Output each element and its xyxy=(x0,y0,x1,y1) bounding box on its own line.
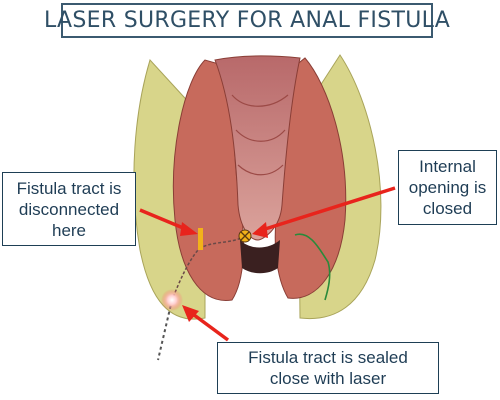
annotation-line: opening is xyxy=(408,178,487,197)
laser-probe xyxy=(157,299,173,361)
annotation-line: Fistula tract is sealed xyxy=(248,348,408,367)
annotation-internal-opening: Internal opening is closed xyxy=(398,150,497,225)
nerve-right xyxy=(294,233,331,301)
annotation-line: Fistula tract is xyxy=(16,178,122,198)
arrow-left xyxy=(139,208,198,236)
laser-glow xyxy=(161,289,183,311)
title-box: LASER SURGERY FOR ANAL FISTULA xyxy=(44,3,450,38)
annotation-line: closed xyxy=(422,199,473,218)
annotation-disconnected: Fistula tract is disconnected here xyxy=(2,172,136,246)
arrow-bottom xyxy=(182,305,230,342)
annotation-line: Internal xyxy=(419,157,476,176)
annotation-line: here xyxy=(51,220,87,240)
diagram-title: LASER SURGERY FOR ANAL FISTULA xyxy=(43,8,451,33)
disconnection-marker xyxy=(198,228,203,250)
fistula-tract xyxy=(171,235,246,301)
arrow-right xyxy=(252,186,396,238)
annotation-line: disconnected xyxy=(18,199,120,219)
annotation-laser-seal: Fistula tract is sealed close with laser xyxy=(217,342,439,394)
annotation-line: close with laser xyxy=(269,369,387,388)
anal-canal xyxy=(240,240,280,274)
